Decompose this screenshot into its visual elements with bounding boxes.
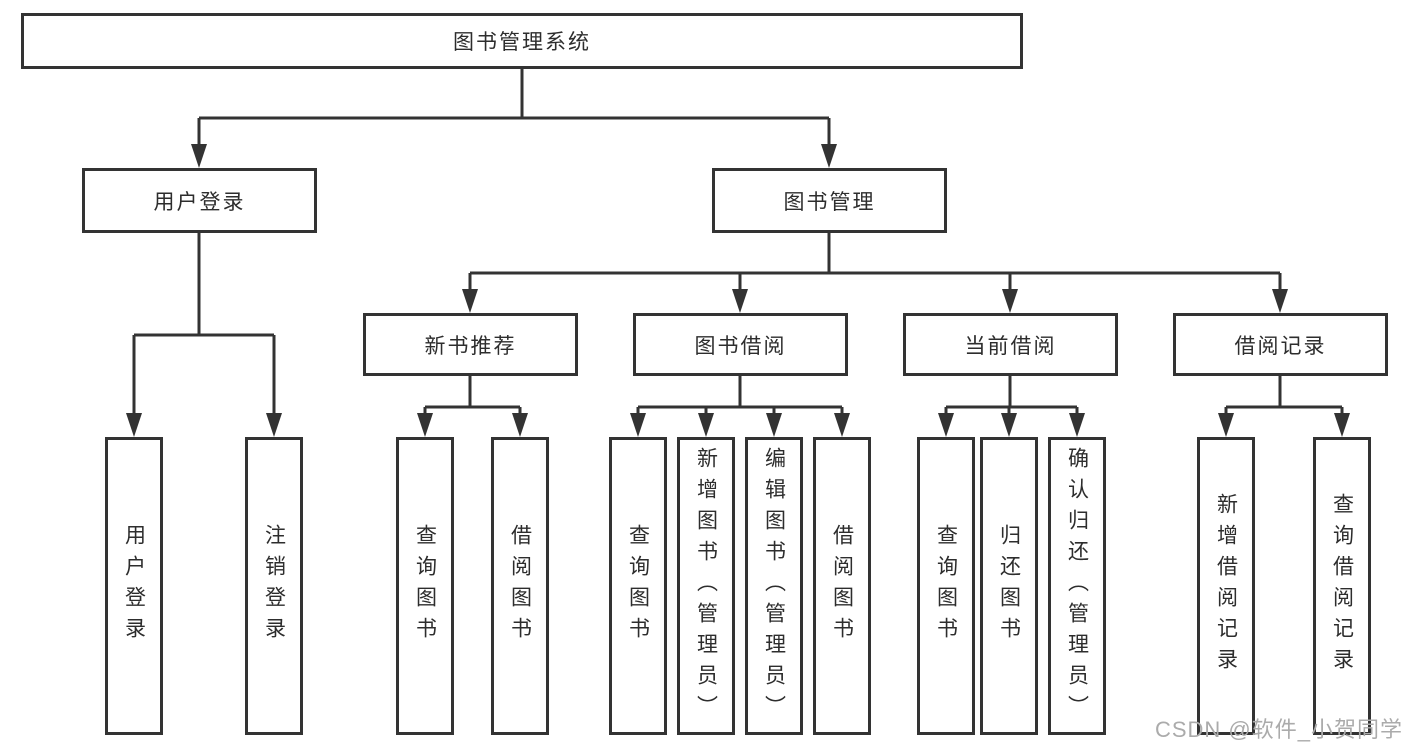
leaf-borrow-books: 借阅图书 [813, 437, 871, 735]
node-user-login: 用户登录 [82, 168, 317, 233]
leaf-user-login: 用户登录 [105, 437, 163, 735]
node-borrow-records: 借阅记录 [1173, 313, 1388, 376]
leaf-logout: 注销登录 [245, 437, 303, 735]
leaf-query-borrow-record: 查询借阅记录 [1313, 437, 1371, 735]
leaf-confirm-return-admin: 确认归还（管理员） [1048, 437, 1106, 735]
leaf-borrow-books-recommend: 借阅图书 [491, 437, 549, 735]
node-book-management-system: 图书管理系统 [21, 13, 1023, 69]
csdn-watermark: CSDN @软件_小贺同学 [1154, 717, 1403, 742]
node-new-book-recommend: 新书推荐 [363, 313, 578, 376]
leaf-edit-book-admin: 编辑图书（管理员） [745, 437, 803, 735]
node-current-borrow: 当前借阅 [903, 313, 1118, 376]
leaf-query-books-current: 查询图书 [917, 437, 975, 735]
node-book-management: 图书管理 [712, 168, 947, 233]
leaf-query-books-recommend: 查询图书 [396, 437, 454, 735]
leaf-query-books-borrow: 查询图书 [609, 437, 667, 735]
leaf-add-borrow-record: 新增借阅记录 [1197, 437, 1255, 735]
node-book-borrow: 图书借阅 [633, 313, 848, 376]
leaf-add-book-admin: 新增图书（管理员） [677, 437, 735, 735]
leaf-return-book: 归还图书 [980, 437, 1038, 735]
